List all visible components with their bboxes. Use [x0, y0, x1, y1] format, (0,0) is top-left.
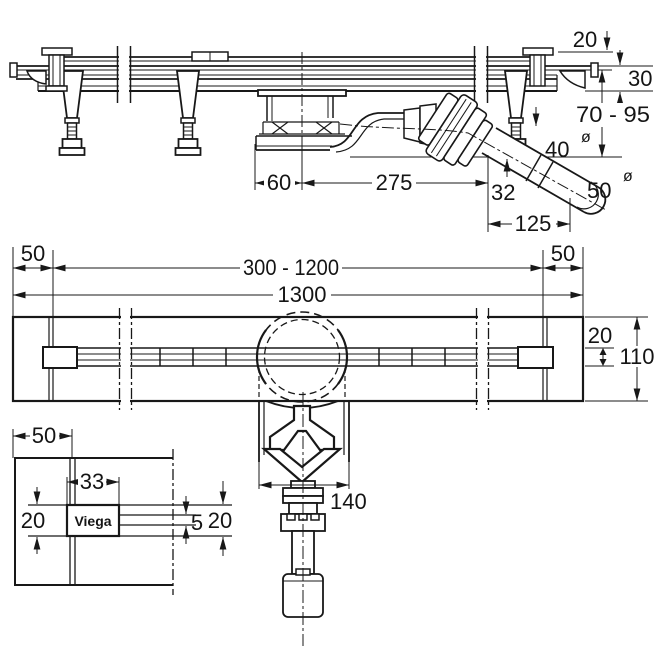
- drain-trap: 140: [258, 392, 367, 646]
- dim-body-width: 110: [619, 344, 654, 369]
- drain-pot-side: [255, 89, 352, 151]
- outlet-pipe: [481, 127, 607, 215]
- dim-length-range: 300 - 1200: [243, 255, 339, 280]
- dim-logo-width: 33: [80, 469, 104, 494]
- dim-outlet-diameter: 50: [587, 178, 611, 203]
- fixing-bracket-left: [25, 47, 73, 92]
- dim-pipe-diameter: 40: [545, 137, 569, 162]
- detail-view: 50 33 Viega 20 5 20: [12, 423, 232, 595]
- dim-end-offset: 125: [515, 211, 552, 236]
- trap-funnel-chevron: [261, 447, 343, 484]
- dim-pipe-size: 32: [491, 180, 515, 205]
- side-view-dimensions: 20 30 70 - 95 40 ø 50 ø 60 275 125 32: [254, 27, 653, 236]
- dim-pot-offset: 60: [267, 170, 291, 195]
- brand-logo: Viega: [74, 513, 111, 529]
- outlet-bend: [329, 103, 437, 153]
- dim-height-left: 20: [21, 508, 45, 533]
- fixing-bracket-right: [522, 47, 586, 89]
- left-edge-lip: [9, 62, 18, 78]
- dim-height-right: 20: [208, 508, 232, 533]
- grate-end-cap-right: [517, 346, 554, 369]
- grate-end-cap-left: [42, 346, 78, 369]
- support-foot-middle: [174, 70, 202, 156]
- diameter-symbol: ø: [581, 129, 591, 146]
- dim-edge-right: 50: [551, 241, 575, 266]
- dim-outlet-length: 275: [376, 170, 413, 195]
- dim-adjust-range: 70 - 95: [576, 102, 650, 127]
- dim-edge: 50: [32, 423, 56, 448]
- right-edge-lip: [590, 62, 599, 78]
- top-view-channel: 50 300 - 1200 50 1300: [11, 241, 656, 410]
- dim-grate-width: 20: [588, 323, 612, 348]
- dim-edge-left: 50: [21, 241, 45, 266]
- dim-channel-height: 30: [628, 66, 652, 91]
- dim-pot-width: 140: [330, 489, 367, 514]
- union-nut: [417, 92, 494, 167]
- dim-tile-offset: 20: [573, 27, 597, 52]
- diameter-symbol: ø: [623, 168, 633, 185]
- fixing-bracket-middle: [191, 51, 229, 62]
- pipe-centerline: [339, 123, 607, 211]
- side-view-channel: [9, 45, 622, 215]
- dim-total-length: 1300: [278, 282, 327, 307]
- drain-pot-hidden-outline: [255, 311, 349, 403]
- trap-anchor-rib: [268, 404, 336, 452]
- logo-plate: [65, 503, 121, 538]
- dim-slot: 5: [191, 510, 203, 535]
